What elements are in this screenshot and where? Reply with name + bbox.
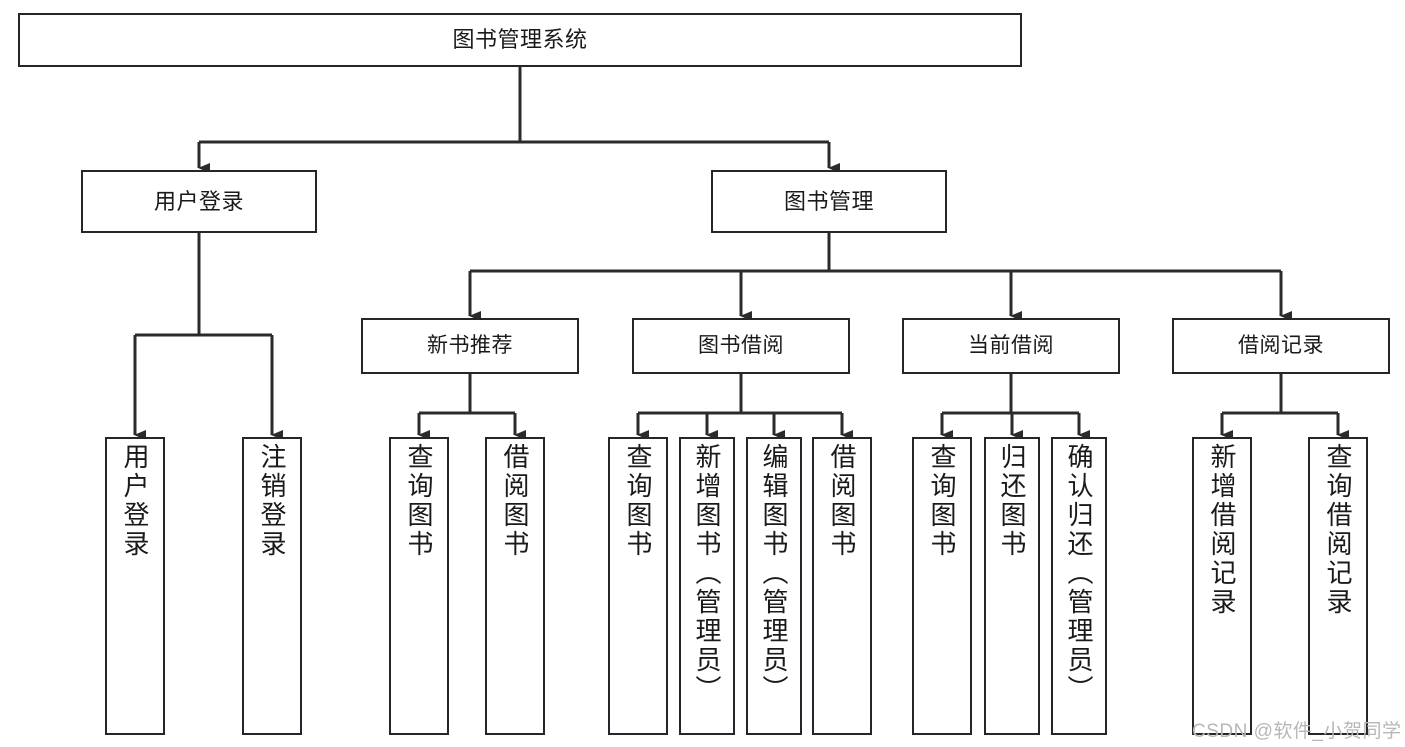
node-level3-新书推荐-0[interactable]: 新书推荐 bbox=[361, 318, 579, 374]
node-level2-用户登录-0[interactable]: 用户登录 bbox=[81, 170, 317, 233]
node-leaf-借阅图书-7[interactable]: 借阅图书 bbox=[812, 437, 872, 735]
node-leaf-确认归还管理员-10[interactable]: 确认归还（管理员） bbox=[1051, 437, 1107, 735]
node-label: 借阅记录 bbox=[1238, 333, 1324, 357]
node-label: 查询图书 bbox=[404, 443, 434, 559]
node-level2-图书管理-1[interactable]: 图书管理 bbox=[711, 170, 947, 233]
node-leaf-查询图书-4[interactable]: 查询图书 bbox=[608, 437, 668, 735]
node-label: 新增借阅记录 bbox=[1207, 443, 1237, 617]
node-label: 图书借阅 bbox=[698, 333, 784, 357]
node-label: 用户登录 bbox=[120, 443, 150, 559]
watermark-label: CSDN @软件_小贺同学 bbox=[1192, 721, 1402, 742]
node-leaf-借阅图书-3[interactable]: 借阅图书 bbox=[485, 437, 545, 735]
node-label: 确认归还（管理员） bbox=[1064, 443, 1094, 704]
node-label: 新增图书（管理员） bbox=[692, 443, 722, 704]
node-label: 借阅图书 bbox=[827, 443, 857, 559]
node-leaf-归还图书-9[interactable]: 归还图书 bbox=[984, 437, 1040, 735]
node-label: 注销登录 bbox=[257, 443, 287, 559]
node-leaf-注销登录-1[interactable]: 注销登录 bbox=[242, 437, 302, 735]
node-label: 图书管理 bbox=[783, 188, 874, 214]
node-label: 编辑图书（管理员） bbox=[759, 443, 789, 704]
node-leaf-查询图书-8[interactable]: 查询图书 bbox=[912, 437, 972, 735]
node-leaf-新增图书管理员-5[interactable]: 新增图书（管理员） bbox=[679, 437, 735, 735]
node-label: 查询借阅记录 bbox=[1323, 443, 1353, 617]
connector-group bbox=[133, 67, 1349, 440]
node-leaf-用户登录-0[interactable]: 用户登录 bbox=[105, 437, 165, 735]
node-leaf-查询借阅记录-12[interactable]: 查询借阅记录 bbox=[1308, 437, 1368, 735]
node-label: 查询图书 bbox=[623, 443, 653, 559]
node-leaf-编辑图书管理员-6[interactable]: 编辑图书（管理员） bbox=[746, 437, 802, 735]
node-label: 新书推荐 bbox=[427, 333, 513, 357]
node-label: 当前借阅 bbox=[968, 333, 1054, 357]
node-level3-当前借阅-2[interactable]: 当前借阅 bbox=[902, 318, 1120, 374]
node-label: 查询图书 bbox=[927, 443, 957, 559]
node-leaf-新增借阅记录-11[interactable]: 新增借阅记录 bbox=[1192, 437, 1252, 735]
node-label: 归还图书 bbox=[997, 443, 1027, 559]
node-label: 借阅图书 bbox=[500, 443, 530, 559]
node-level3-图书借阅-1[interactable]: 图书借阅 bbox=[632, 318, 850, 374]
node-label: 用户登录 bbox=[153, 188, 244, 214]
node-root-图书管理系统[interactable]: 图书管理系统 bbox=[18, 13, 1022, 67]
node-level3-借阅记录-3[interactable]: 借阅记录 bbox=[1172, 318, 1390, 374]
node-leaf-查询图书-2[interactable]: 查询图书 bbox=[389, 437, 449, 735]
node-label: 图书管理系统 bbox=[452, 27, 588, 53]
